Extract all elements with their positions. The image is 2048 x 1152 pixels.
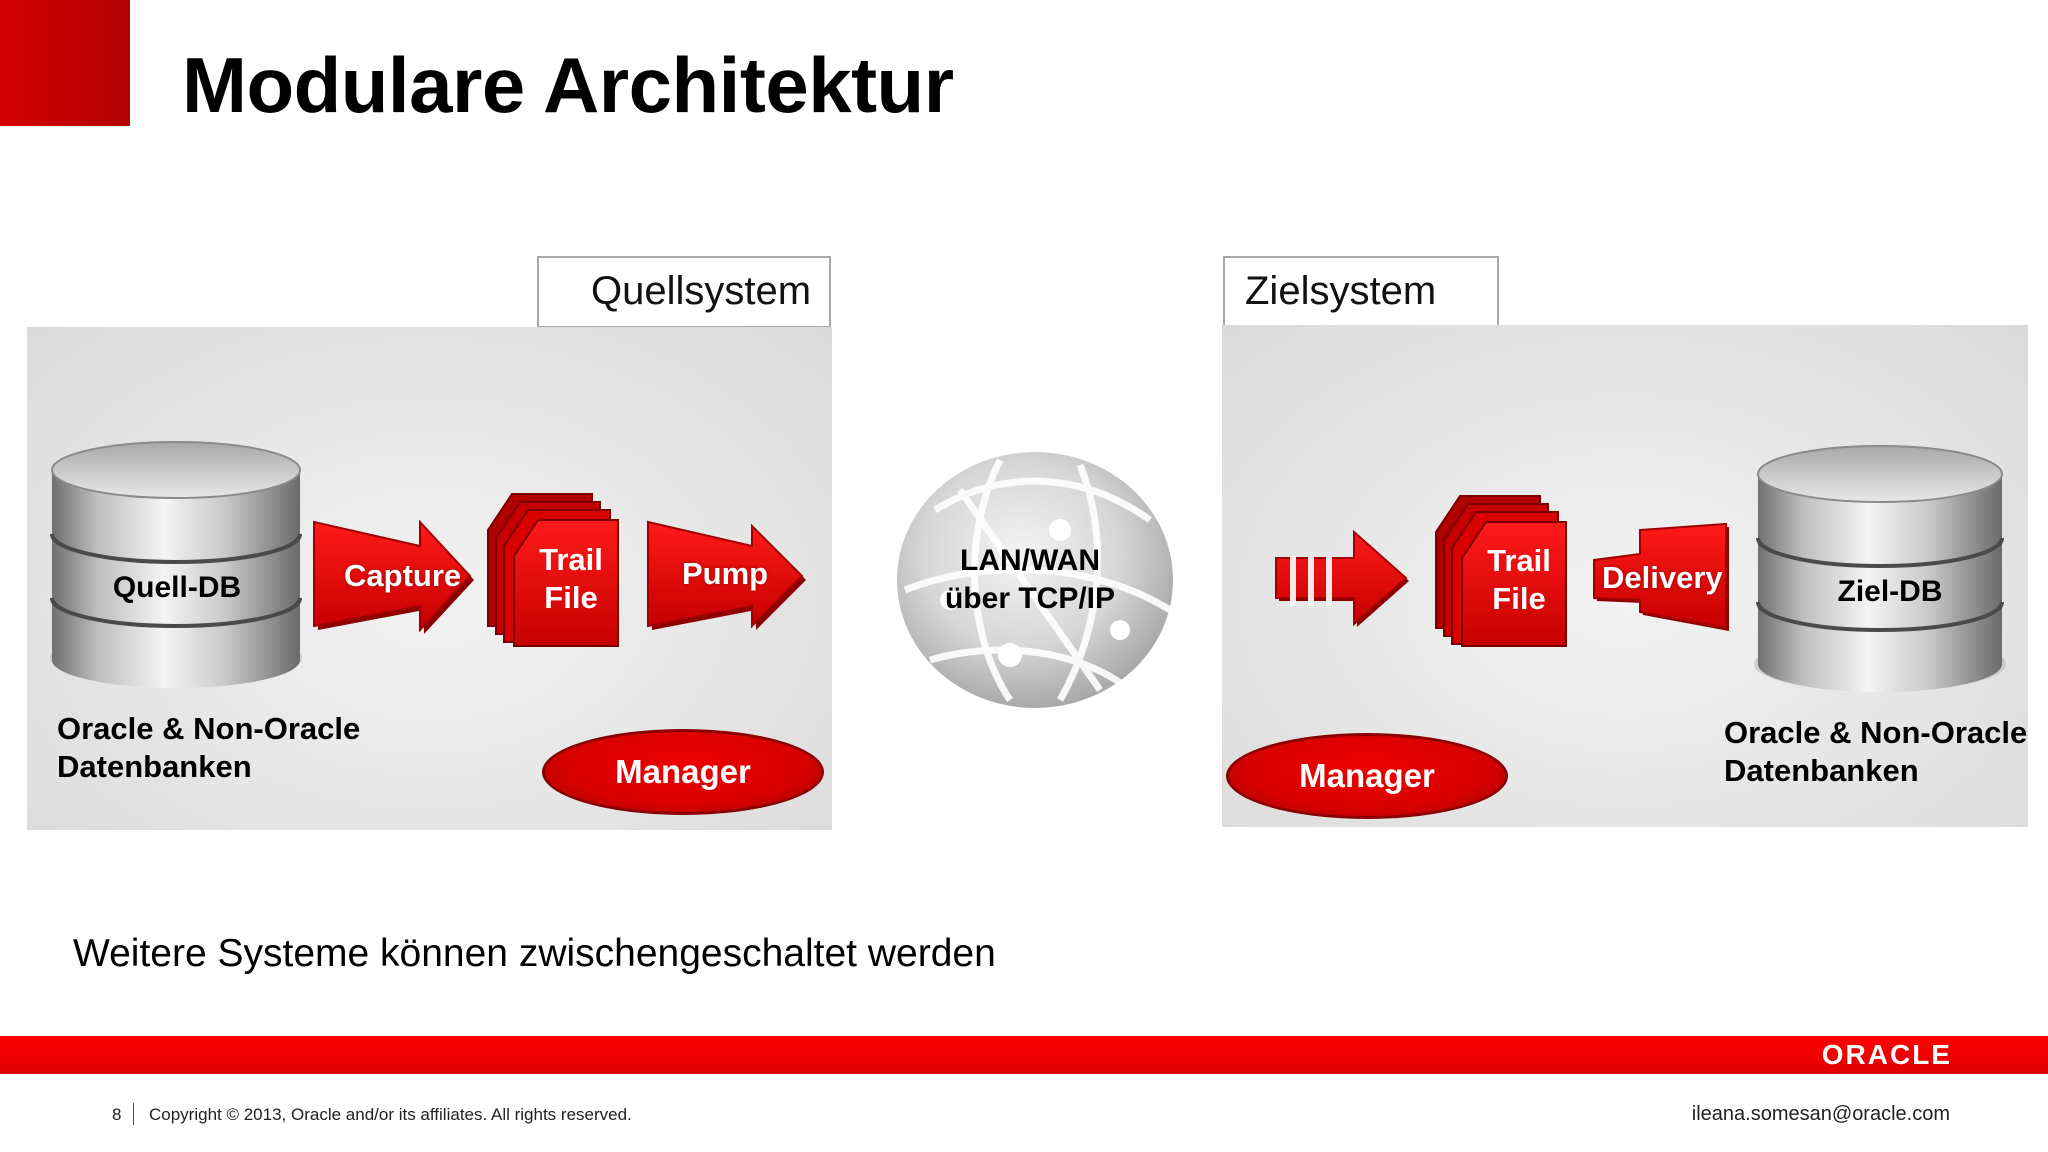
delivery-label: Delivery xyxy=(1602,560,1723,595)
source-db-caption: Oracle & Non-Oracle Datenbanken xyxy=(57,710,360,786)
source-db-caption-line-2: Datenbanken xyxy=(57,749,252,784)
network-label-line-2: über TCP/IP xyxy=(944,582,1116,615)
target-db-caption: Oracle & Non-Oracle Datenbanken xyxy=(1724,714,2027,790)
network-label: LAN/WAN über TCP/IP xyxy=(905,542,1155,618)
slide-title: Modulare Architektur xyxy=(182,41,954,129)
target-trail-file-label-line-2: File xyxy=(1492,581,1546,616)
target-db-caption-line-2: Datenbanken xyxy=(1724,753,1919,788)
source-db-caption-line-1: Oracle & Non-Oracle xyxy=(57,711,361,746)
source-system-label: Quellsystem xyxy=(537,256,831,328)
target-db-label: Ziel-DB xyxy=(1837,575,1943,608)
presenter-email: ileana.somesan@oracle.com xyxy=(1691,1103,1950,1125)
network-globe-icon xyxy=(897,452,1173,708)
pump-arrow-icon xyxy=(647,520,806,630)
source-database-icon xyxy=(50,441,302,688)
target-system-label: Zielsystem xyxy=(1223,256,1499,328)
capture-label: Capture xyxy=(344,558,462,593)
target-trail-file-label-line-1: Trail xyxy=(1487,543,1551,578)
corner-accent-block xyxy=(0,0,130,126)
footer-bar xyxy=(0,1036,2048,1074)
target-trail-file-label: Trail File xyxy=(1474,542,1564,618)
source-trail-file-icon xyxy=(487,493,619,647)
target-trail-file-icon xyxy=(1435,495,1567,647)
source-trail-file-label: Trail File xyxy=(526,541,616,617)
footer-divider xyxy=(133,1103,134,1125)
pump-label: Pump xyxy=(682,556,769,591)
source-manager: Manager xyxy=(542,729,824,815)
copyright-notice: Copyright © 2013, Oracle and/or its affi… xyxy=(149,1105,632,1124)
oracle-logo: ORACLE xyxy=(1821,1039,1952,1070)
delivery-arrow-icon xyxy=(1593,522,1729,631)
target-manager: Manager xyxy=(1226,733,1508,819)
network-label-line-1: LAN/WAN xyxy=(960,544,1100,577)
capture-arrow-icon xyxy=(313,519,474,634)
target-database-icon xyxy=(1754,445,2006,692)
target-db-caption-line-1: Oracle & Non-Oracle xyxy=(1724,715,2028,750)
incoming-data-arrow-icon xyxy=(1275,529,1409,627)
source-trail-file-label-line-1: Trail xyxy=(539,542,603,577)
source-trail-file-label-line-2: File xyxy=(544,580,598,615)
source-db-label: Quell-DB xyxy=(112,571,242,604)
slide-footnote: Weitere Systeme können zwischengeschalte… xyxy=(73,932,996,975)
page-number: 8 xyxy=(112,1105,122,1124)
